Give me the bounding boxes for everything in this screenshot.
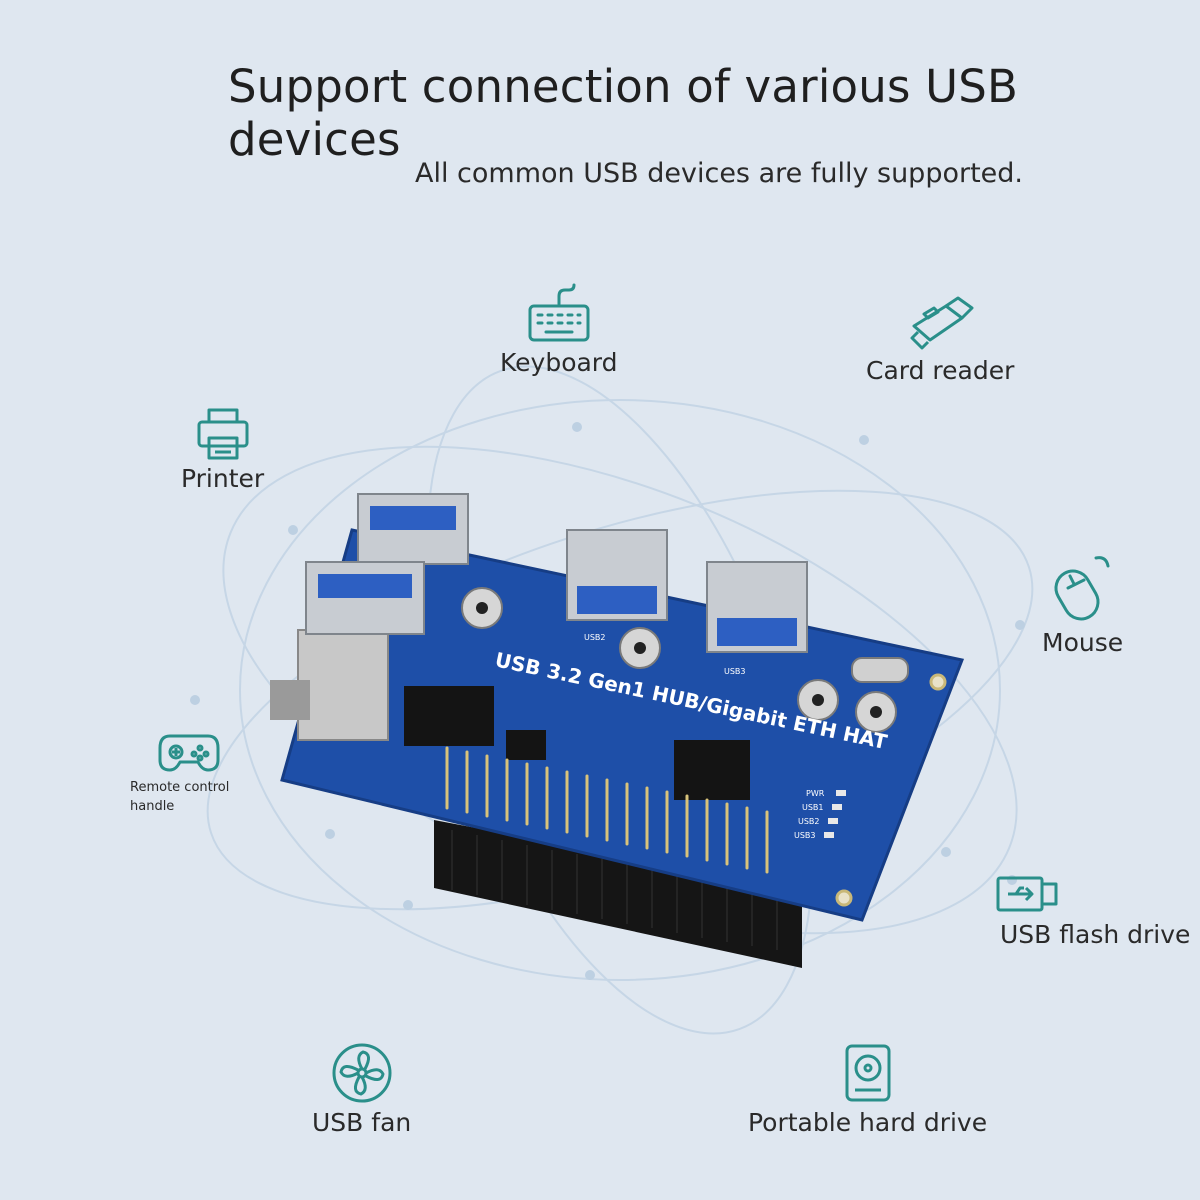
card-reader-icon [910,296,974,350]
device-portable-hard-drive: Portable hard drive [748,1038,987,1137]
port-label: USB3 [724,667,746,676]
device-usb-flash-drive: USB flash drive [996,868,1191,949]
device-mouse: Mouse [1042,552,1123,657]
led-label: USB2 [798,817,820,826]
gpio-header [434,820,802,968]
ethernet-port [297,629,389,741]
fan-icon [332,1043,392,1103]
device-label: USB flash drive [1000,920,1191,949]
device-label: Remote control handle [130,780,230,814]
page-title: Support connection of various USB device… [228,60,1019,166]
device-label: Keyboard [500,348,618,377]
hub-controller-chip [674,740,750,800]
device-label: USB fan [312,1108,412,1137]
device-keyboard: Keyboard [500,282,618,377]
device-card-reader: Card reader [866,292,1014,385]
keyboard-icon [528,283,590,342]
usb-port [357,493,469,565]
page-subtitle: All common USB devices are fully support… [415,158,1024,189]
usb-port [566,529,668,621]
mouse-icon [1054,556,1110,621]
led-label: USB3 [794,831,816,840]
device-remote-control: Remote control handle [130,724,240,816]
usb-hub-hat-board: USB 3.2 Gen1 HUB/Gigabit ETH HAT USB2 US… [270,493,965,968]
usb-port [706,561,808,653]
usb-flash-drive-icon [996,876,1058,912]
usb-port [305,561,425,635]
device-label: Mouse [1042,628,1124,657]
port-label: USB2 [584,633,606,642]
device-label: Portable hard drive [748,1108,988,1137]
printer-icon [197,408,249,460]
device-label: Printer [181,464,265,493]
device-label: Card reader [866,356,1015,385]
device-usb-fan: USB fan [312,1038,411,1137]
led-label: PWR [806,789,825,798]
ethernet-chip [404,686,494,746]
gamepad-icon [158,734,220,772]
hard-drive-icon [845,1044,891,1102]
led-label: USB1 [802,803,824,812]
device-printer: Printer [181,404,264,493]
